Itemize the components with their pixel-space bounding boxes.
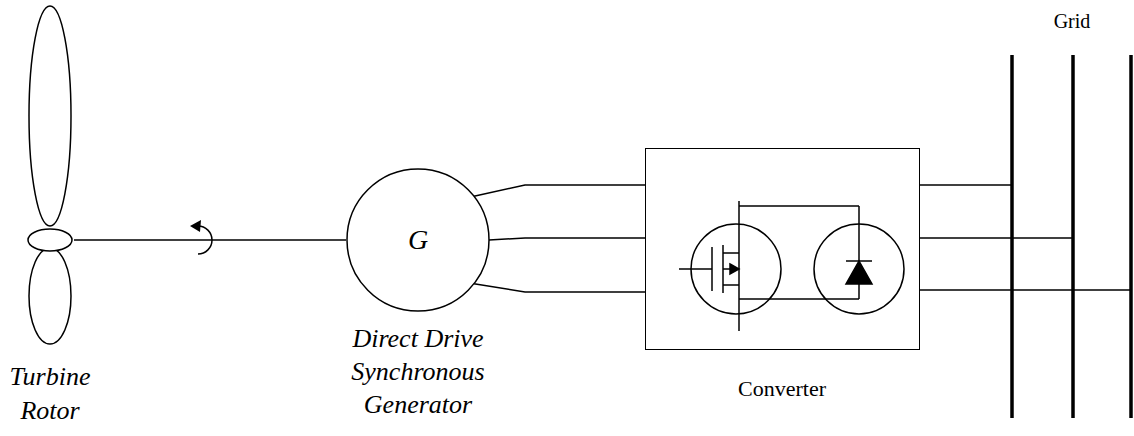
power-wire bbox=[489, 238, 645, 240]
bus-bar bbox=[1129, 55, 1133, 418]
power-wire bbox=[474, 185, 645, 196]
power-wire bbox=[920, 237, 1073, 239]
part-label: Converter bbox=[646, 375, 918, 403]
blade bbox=[29, 6, 71, 226]
converter-box-outline bbox=[646, 149, 921, 351]
power-wire bbox=[920, 289, 1131, 291]
grid-bus-outline bbox=[1000, 0, 1134, 420]
part-label: Direct Drive Synchronous Generator bbox=[303, 322, 533, 421]
power-wire bbox=[474, 284, 645, 292]
symbol-letter: G bbox=[346, 220, 490, 260]
grid-bus: Grid bbox=[1000, 0, 1134, 420]
bus-bar bbox=[1071, 55, 1075, 418]
hub bbox=[28, 229, 72, 251]
converter-box: Converter bbox=[645, 148, 920, 350]
generator-outline bbox=[347, 169, 489, 311]
part-label: Turbine Rotor bbox=[0, 360, 114, 428]
bus-bar bbox=[1010, 55, 1014, 418]
power-wire bbox=[920, 184, 1012, 186]
turbine-rotor-outline bbox=[26, 4, 74, 346]
part-label: Grid bbox=[1040, 8, 1104, 34]
generator-circle: GDirect Drive Synchronous Generator bbox=[346, 168, 490, 312]
switch-symbols bbox=[679, 201, 904, 331]
rotation-arrow bbox=[190, 220, 212, 254]
turbine-rotor: Turbine Rotor bbox=[26, 4, 74, 346]
blade bbox=[29, 248, 71, 344]
drive-shaft bbox=[74, 239, 346, 241]
